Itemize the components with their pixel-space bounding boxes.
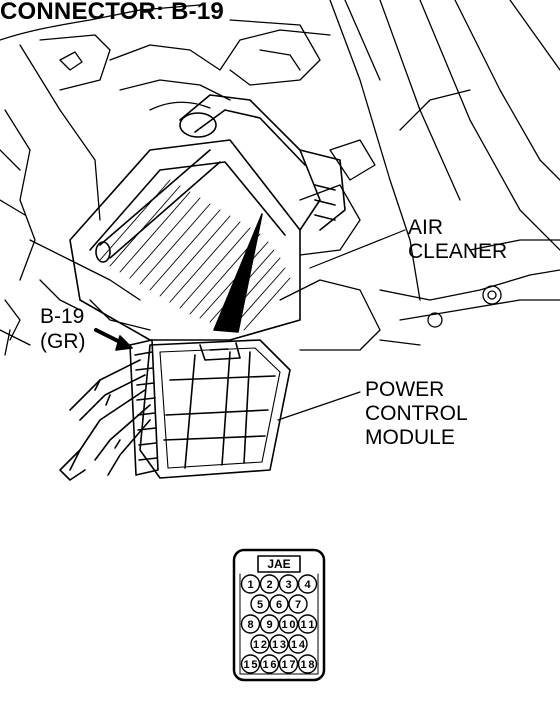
pin-13: [269, 634, 289, 654]
pin-2: [259, 574, 280, 594]
pin-15: [240, 654, 261, 674]
air-cleaner-label-line2: CLEANER: [408, 240, 508, 263]
pin-12: [250, 634, 270, 654]
pin-number-9: 9: [266, 619, 272, 631]
pin-17: [278, 654, 299, 674]
pin-11: [297, 614, 318, 634]
pin-number-3: 3: [285, 579, 291, 591]
pin-number-7: 7: [295, 599, 301, 611]
pin-number-14: 14: [291, 639, 306, 651]
pin-8: [240, 614, 261, 634]
connector-id-label: B-19: [40, 305, 85, 328]
pin-3: [278, 574, 299, 594]
pin-number-17: 17: [282, 659, 296, 671]
pcm-label-line1: POWER: [365, 378, 445, 401]
pin-number-11: 11: [301, 619, 315, 631]
pin-number-2: 2: [266, 579, 272, 591]
pcm-label-line3: MODULE: [365, 426, 455, 449]
pin-number-13: 13: [272, 639, 286, 651]
pin-number-18: 18: [301, 659, 315, 671]
connector-face-diagram: [232, 548, 326, 682]
pointer-wedge: [213, 213, 263, 333]
air-cleaner-leader-line: [309, 229, 406, 269]
pin-number-5: 5: [257, 599, 263, 611]
pin-5: [250, 594, 270, 614]
engine-bay-background: [0, 0, 560, 356]
pin-9: [259, 614, 280, 634]
pin-number-6: 6: [276, 599, 282, 611]
pin-number-10: 10: [282, 619, 296, 631]
pin-6: [269, 594, 289, 614]
pcm-leader-line: [277, 391, 361, 421]
pin-18: [297, 654, 318, 674]
air-cleaner-housing: [69, 94, 346, 341]
air-cleaner-label-line1: AIR: [408, 216, 444, 239]
power-control-module: [59, 339, 291, 481]
connector-maker-label: JAE: [267, 557, 290, 571]
pin-number-4: 4: [304, 579, 311, 591]
pin-number-15: 15: [244, 659, 258, 671]
connector-color-label: (GR): [40, 330, 86, 353]
pin-number-12: 12: [253, 639, 267, 651]
pin-16: [259, 654, 280, 674]
pin-number-16: 16: [263, 659, 277, 671]
pin-number-8: 8: [247, 619, 253, 631]
pcm-label-line2: CONTROL: [365, 402, 468, 425]
pin-14: [288, 634, 308, 654]
pin-4: [297, 574, 318, 594]
pin-number-1: 1: [247, 579, 253, 591]
pin-1: [240, 574, 261, 594]
pin-10: [278, 614, 299, 634]
diagram-title: CONNECTOR: B-19: [0, 0, 224, 25]
pin-7: [288, 594, 308, 614]
